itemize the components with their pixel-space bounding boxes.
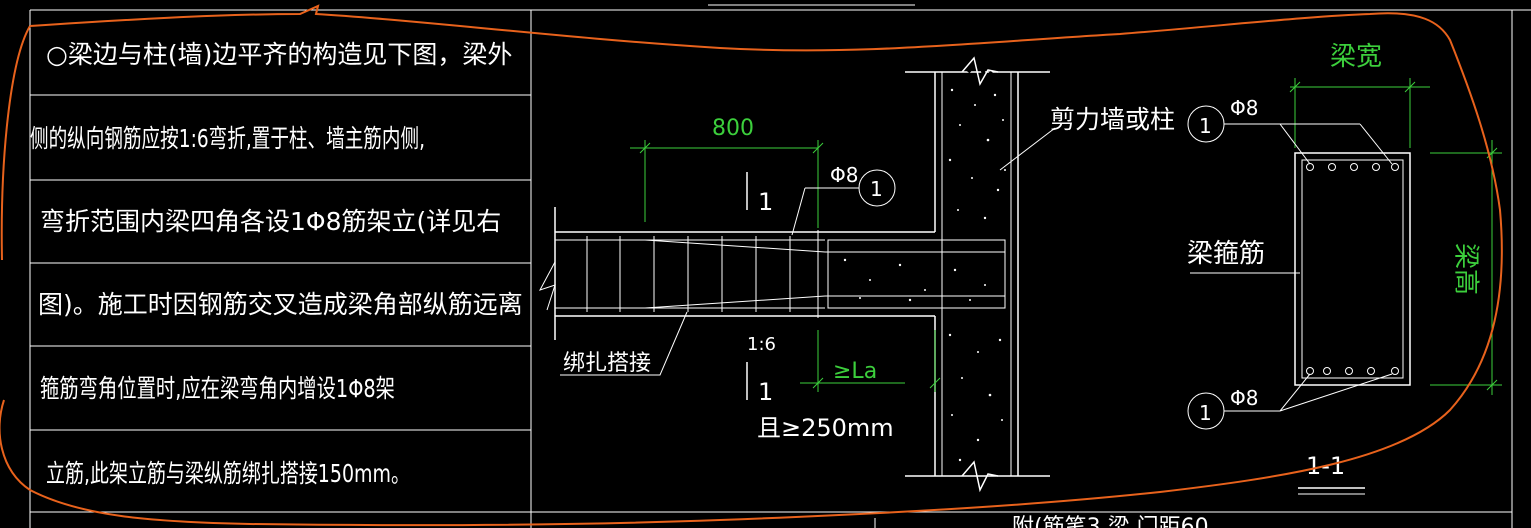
beam-stirrups <box>586 236 791 312</box>
annotation-outline <box>0 4 1503 527</box>
bottom-bars <box>1306 367 1399 375</box>
joint-region <box>827 239 1006 309</box>
height-dimension <box>1430 140 1502 395</box>
width-dimension <box>1289 78 1430 148</box>
section-outline <box>1294 152 1411 386</box>
wall-leader <box>999 127 1056 171</box>
note-line-3: 弯折范围内梁四角各设1Φ8筋架立(详见右 <box>40 207 501 236</box>
wall-break-top <box>961 56 999 87</box>
dimension-la <box>800 330 941 392</box>
note-line-2: 侧的纵向钢筋应按1:6弯折,置于柱、墙主筋内侧, <box>30 124 425 153</box>
lap-label: 绑扎搭接 <box>563 351 651 376</box>
note-line-4: 图)。施工时因钢筋交叉造成梁角部纵筋远离 <box>38 290 523 319</box>
wall-break-bottom <box>961 460 999 493</box>
beam-outline <box>538 207 935 340</box>
height-label: 梁高 <box>1451 243 1481 295</box>
note-line-1: ○梁边与柱(墙)边平齐的构造见下图，梁外 <box>46 40 512 69</box>
lap-leader <box>560 311 688 376</box>
dim-800-label: 800 <box>712 116 754 141</box>
beam-elevation: 800 1 1 Φ8 1 剪力墙或柱 绑扎搭接 1:6 ≥La 且≥250 <box>538 53 1175 493</box>
top-bars <box>1306 163 1399 171</box>
anchor-label: ≥La <box>833 359 877 384</box>
beam-section: 梁宽 梁高 梁箍筋 1 Φ8 1 Φ8 <box>1187 42 1502 495</box>
top-bar-label: Φ8 <box>1230 96 1258 120</box>
dimension-800 <box>630 140 824 228</box>
note-line-6: 立筋,此架立筋与梁纵筋绑扎搭接150mm。 <box>46 459 410 488</box>
stirrup-label: 梁箍筋 <box>1187 239 1265 269</box>
bar-callout <box>791 169 896 236</box>
bent-bars <box>644 230 1005 318</box>
width-label: 梁宽 <box>1330 42 1382 72</box>
bar-label: Φ8 <box>830 163 858 187</box>
annotation-outline-left <box>0 25 31 261</box>
section-stirrup <box>1301 159 1404 379</box>
bottom-bar-label: Φ8 <box>1230 386 1258 410</box>
wall-label: 剪力墙或柱 <box>1050 105 1175 134</box>
drawing-frame <box>29 4 1531 528</box>
bar-callout-number: 1 <box>870 177 883 201</box>
section-mark-bottom: 1 <box>758 378 773 406</box>
bottom-callout-number: 1 <box>1199 401 1212 425</box>
min-length-label: 且≥250mm <box>757 414 894 442</box>
note-line-5: 箍筋弯角位置时,应在梁弯角内增设1Φ8架 <box>40 374 395 403</box>
slope-label: 1:6 <box>747 334 776 355</box>
top-callout-number: 1 <box>1199 114 1212 138</box>
notes-column: ○梁边与柱(墙)边平齐的构造见下图，梁外 侧的纵向钢筋应按1:6弯折,置于柱、墙… <box>30 40 523 488</box>
section-mark-top: 1 <box>758 188 773 216</box>
footer-text: 附(筋笔3.梁 门距60 <box>1012 515 1209 528</box>
concrete-speckle <box>843 88 1006 462</box>
bottom-callout <box>1187 373 1393 430</box>
top-callout <box>1187 105 1393 165</box>
